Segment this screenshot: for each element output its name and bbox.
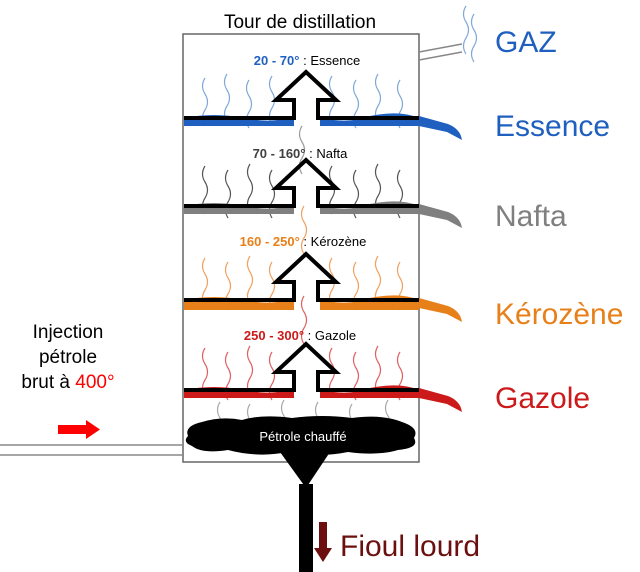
- injection-temperature: 400°: [75, 372, 114, 393]
- range-essence: 20 - 70°: [254, 53, 300, 68]
- injection-line2: pétrole: [39, 347, 97, 368]
- heavy-fuel-arrow-icon: [314, 522, 332, 562]
- range-kerozene: 160 - 250°: [240, 234, 300, 249]
- output-label-kerozene: Kérozène: [495, 298, 623, 331]
- name-gazole: Gazole: [315, 328, 356, 343]
- range-label-gazole: 250 - 300° : Gazole: [244, 328, 356, 343]
- sep-nafta: :: [305, 146, 316, 161]
- output-label-nafta: Nafta: [495, 200, 567, 233]
- range-gazole: 250 - 300°: [244, 328, 304, 343]
- injection-line1: Injection: [33, 322, 104, 343]
- sep-gazole: :: [304, 328, 315, 343]
- injection-arrow-icon: [58, 420, 100, 439]
- sep-essence: :: [299, 53, 310, 68]
- range-nafta: 70 - 160°: [253, 146, 306, 161]
- sep-kerozene: :: [300, 234, 311, 249]
- output-label-gazole: Gazole: [495, 382, 590, 415]
- gas-label: GAZ: [495, 26, 557, 59]
- tower-title: Tour de distillation: [224, 12, 376, 33]
- range-label-nafta: 70 - 160° : Nafta: [253, 146, 349, 161]
- name-essence: Essence: [310, 53, 360, 68]
- gas-vapour-icon: [462, 5, 478, 63]
- tray-nafta: [184, 125, 462, 228]
- injection-line3-prefix: brut à: [21, 372, 75, 393]
- gas-outlet-pipe: [418, 43, 463, 61]
- name-kerozene: Kérozène: [311, 234, 367, 249]
- tray-gazole: [184, 295, 462, 412]
- output-label-essence: Essence: [495, 110, 610, 143]
- tray-essence: [184, 69, 462, 140]
- injection-pipe: [0, 444, 183, 456]
- injection-line3: brut à 400°: [21, 372, 114, 393]
- heavy-fuel-label: Fioul lourd: [340, 530, 480, 563]
- range-label-essence: 20 - 70° : Essence: [254, 53, 360, 68]
- heated-oil-label: Pétrole chauffé: [259, 429, 346, 444]
- tray-kerozene: [184, 205, 462, 322]
- range-label-kerozene: 160 - 250° : Kérozène: [240, 234, 367, 249]
- heated-oil-bath: [185, 399, 416, 572]
- name-nafta: Nafta: [316, 146, 348, 161]
